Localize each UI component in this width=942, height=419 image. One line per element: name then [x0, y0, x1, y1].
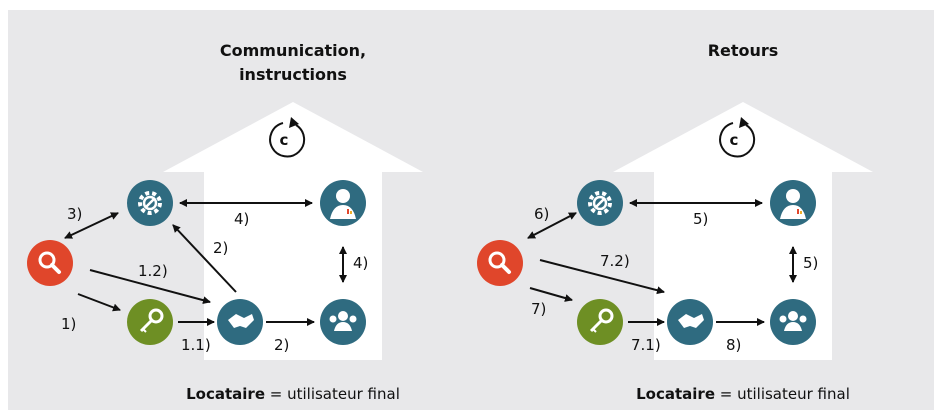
cycle-label: c: [280, 131, 289, 149]
left-title-line1: Communication,: [220, 41, 366, 60]
label-1-2: 1.2): [138, 262, 168, 280]
arrow-handshake-gear: [172, 224, 237, 293]
label-6: 6): [534, 205, 549, 223]
group-icon: [770, 299, 816, 345]
gear-wrench-icon: [127, 180, 173, 226]
arrow-search-handshake: [539, 259, 665, 295]
label-7: 7): [531, 300, 546, 318]
label-1-1: 1.1): [181, 336, 211, 354]
group-icon: [320, 299, 366, 345]
label-7-1: 7.1): [631, 336, 661, 354]
label-8: 8): [726, 336, 741, 354]
label-3: 3): [67, 205, 82, 223]
left-footer: Locataire = utilisateur final: [186, 385, 400, 403]
left-diagram: Communication, instructions c 3) 4) 2) 4…: [27, 41, 423, 403]
person-icon: [320, 180, 366, 226]
cycle-icon: c: [719, 117, 756, 158]
arrow-search-key: [529, 287, 573, 302]
label-7-2: 7.2): [600, 252, 630, 270]
label-4b: 4): [353, 254, 368, 272]
arrow-search-handshake: [89, 269, 211, 305]
search-icon: [477, 240, 523, 286]
house-shape-right: [613, 102, 873, 360]
label-2b: 2): [274, 336, 289, 354]
label-2a: 2): [213, 239, 228, 257]
label-4a: 4): [234, 210, 249, 228]
label-1: 1): [61, 315, 76, 333]
cycle-label: c: [730, 131, 739, 149]
cycle-icon: c: [269, 117, 306, 158]
right-title: Retours: [708, 41, 779, 60]
person-icon: [770, 180, 816, 226]
arrow-search-key: [77, 293, 121, 312]
arrow-search-gear: [64, 212, 119, 239]
handshake-icon: [217, 299, 263, 345]
left-title-line2: instructions: [239, 65, 347, 84]
key-icon: [127, 299, 173, 345]
label-5a: 5): [693, 210, 708, 228]
handshake-icon: [667, 299, 713, 345]
search-icon: [27, 240, 73, 286]
right-footer: Locataire = utilisateur final: [636, 385, 850, 403]
key-icon: [577, 299, 623, 345]
right-diagram: Retours c 6) 5) 5) 7.2) 7) 7.1) 8): [477, 41, 873, 403]
label-5b: 5): [803, 254, 818, 272]
arrow-search-gear: [527, 212, 577, 239]
gear-wrench-icon: [577, 180, 623, 226]
house-shape-left: [163, 102, 423, 360]
